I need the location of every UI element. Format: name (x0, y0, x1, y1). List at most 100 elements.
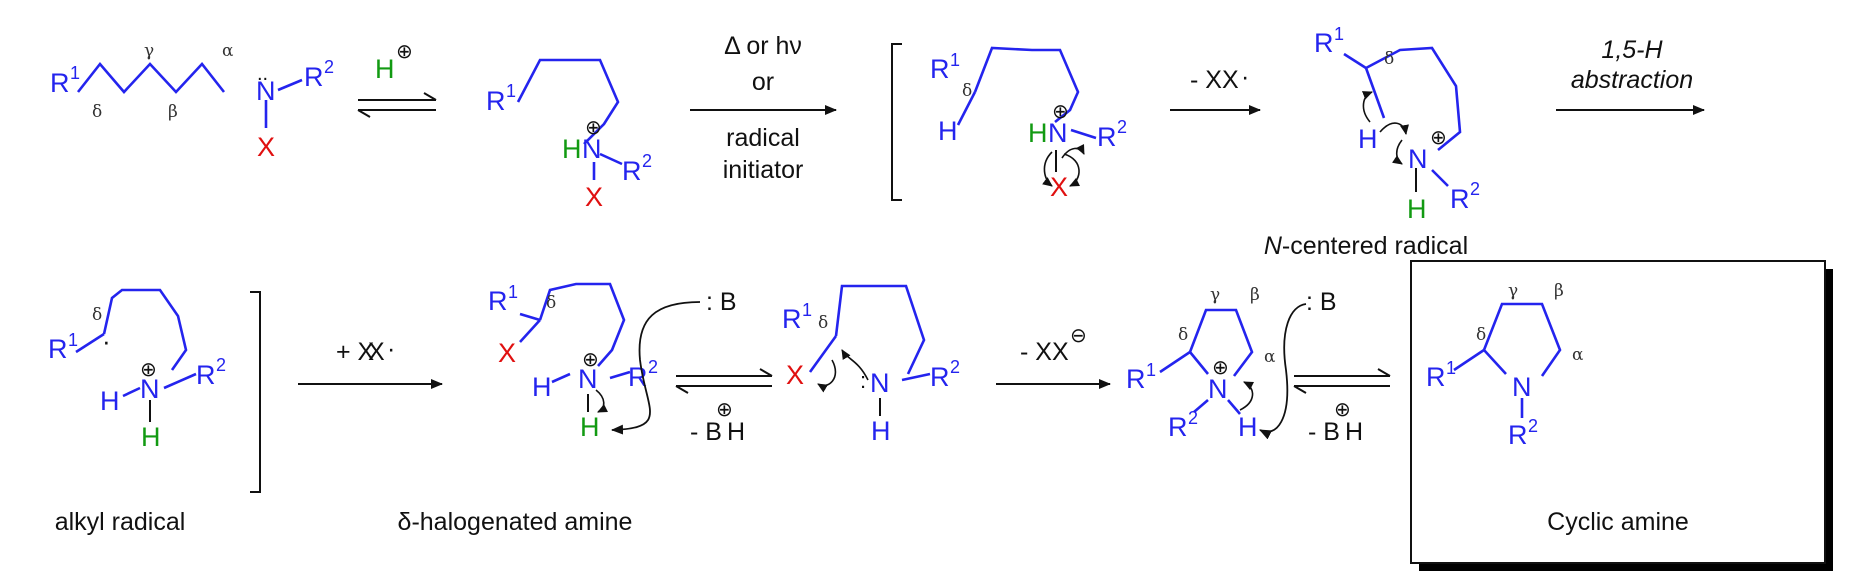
svg-text:⊕: ⊕ (1334, 399, 1351, 421)
svg-text:H: H (727, 418, 745, 446)
svg-text:2: 2 (1188, 408, 1198, 428)
svg-text:H: H (1345, 418, 1363, 446)
svg-text:·: · (387, 335, 395, 363)
svg-text:N: N (582, 134, 602, 164)
condition-initiator: initiator (723, 156, 804, 184)
cyclic-amine-box (1410, 260, 1833, 571)
bracket-close (250, 291, 261, 493)
svg-text:R: R (304, 62, 324, 92)
svg-text:N: N (1512, 372, 1532, 402)
svg-text:⊕: ⊕ (1212, 357, 1229, 379)
condition-radical: radical (726, 124, 800, 152)
loss-of-halide-arrow: - X X ⊖ (996, 325, 1111, 389)
svg-text:δ: δ (962, 81, 972, 101)
svg-text:X: X (368, 338, 385, 366)
svg-text:R: R (628, 362, 648, 392)
svg-text:2: 2 (1470, 179, 1480, 199)
svg-text:1: 1 (70, 63, 80, 83)
svg-text:γ: γ (1210, 285, 1220, 305)
svg-text:H: H (871, 416, 891, 446)
bracket-open (891, 43, 902, 201)
svg-text:R: R (930, 54, 950, 84)
svg-text:H: H (1407, 194, 1427, 224)
svg-text:·: · (102, 326, 111, 356)
svg-text:2: 2 (950, 357, 960, 377)
svg-text:H: H (375, 54, 395, 84)
svg-text:- X: - X (1020, 338, 1052, 366)
svg-text:N: N (256, 76, 276, 106)
svg-text:H: H (141, 422, 161, 452)
svg-text:X: X (1222, 66, 1239, 94)
svg-text:β: β (168, 102, 178, 122)
svg-text:X: X (786, 360, 804, 390)
svg-text:+ X: + X (336, 338, 375, 366)
svg-text:γ: γ (144, 41, 154, 61)
caption-cyclic-amine: Cyclic amine (1547, 508, 1689, 536)
svg-text:β: β (1554, 281, 1564, 301)
svg-text:R: R (622, 156, 642, 186)
svg-text:α: α (222, 41, 234, 61)
svg-text:H: H (1238, 412, 1258, 442)
svg-text:H: H (1358, 124, 1378, 154)
caption-delta-halogenated-amine: δ-halogenated amine (398, 508, 633, 536)
svg-text:2: 2 (1528, 416, 1538, 436)
svg-text:⊖: ⊖ (1070, 325, 1087, 347)
svg-text:R: R (1450, 184, 1470, 214)
svg-text:R: R (1508, 420, 1528, 450)
caption-n-centered-radical: N-centered radical (1264, 232, 1468, 260)
svg-text:R: R (1314, 28, 1334, 58)
svg-text:1: 1 (802, 300, 812, 320)
svg-text:R: R (782, 304, 802, 334)
deprotonation-equilibrium-1: : B ⊕ - B H (675, 288, 773, 446)
svg-text:δ: δ (1384, 49, 1394, 69)
svg-text:X: X (585, 182, 603, 212)
svg-text:X: X (257, 132, 275, 162)
svg-text:⊕: ⊕ (140, 359, 157, 381)
svg-text:X: X (1050, 172, 1068, 202)
svg-text:δ: δ (546, 293, 556, 313)
n-haloamine-structure: R 1 N .. R 2 X δ γ β α (50, 41, 334, 162)
svg-text::: : (860, 368, 866, 393)
svg-text:N: N (1048, 118, 1068, 148)
svg-text:H: H (938, 116, 958, 146)
svg-text:2: 2 (642, 151, 652, 171)
alkyl-radical-structure: R 1 δ · N ⊕ H R 2 H (48, 288, 226, 452)
condition-or: or (752, 68, 774, 96)
svg-text:2: 2 (216, 355, 226, 375)
svg-text:1: 1 (508, 282, 518, 302)
svg-text:R: R (488, 286, 508, 316)
svg-text:H: H (1028, 118, 1048, 148)
svg-text:2: 2 (1117, 117, 1127, 137)
svg-text:δ: δ (1476, 325, 1486, 345)
loss-of-halogen-radical-arrow: - X X · (1170, 63, 1261, 115)
svg-text:N: N (870, 368, 890, 398)
svg-text:H: H (532, 372, 552, 402)
svg-text:N: N (1408, 144, 1428, 174)
svg-text:N: N (578, 364, 598, 394)
svg-text:R: R (1168, 412, 1188, 442)
svg-text:: B: : B (1306, 288, 1337, 316)
svg-text:α: α (1572, 345, 1584, 365)
svg-text:δ: δ (818, 313, 828, 333)
condition-heat-light: Δ or hν (724, 32, 802, 60)
svg-text:⊕: ⊕ (585, 117, 602, 139)
protonated-haloamine-structure: R 1 H N ⊕ R 2 X (486, 58, 652, 212)
homolysis-structure: R 1 δ H H N ⊕ R 2 X (930, 46, 1127, 202)
svg-text:⊕: ⊕ (1430, 127, 1447, 149)
svg-text:1: 1 (1334, 24, 1344, 44)
svg-text:abstraction: abstraction (1571, 66, 1693, 94)
svg-text:2: 2 (324, 57, 334, 77)
svg-text:⊕: ⊕ (716, 399, 733, 421)
svg-text:X: X (1052, 338, 1069, 366)
svg-text:N: N (1208, 374, 1228, 404)
svg-text:R: R (930, 362, 950, 392)
initiation-arrow: Δ or hν or radical initiator (690, 32, 837, 184)
svg-text:1: 1 (68, 330, 78, 350)
svg-text:δ: δ (1178, 325, 1188, 345)
svg-text:H: H (100, 386, 120, 416)
svg-text:R: R (48, 334, 68, 364)
deprotonation-equilibrium-2: : B ⊕ - B H (1293, 288, 1391, 446)
svg-text:R: R (196, 360, 216, 390)
svg-text:H: H (562, 134, 582, 164)
